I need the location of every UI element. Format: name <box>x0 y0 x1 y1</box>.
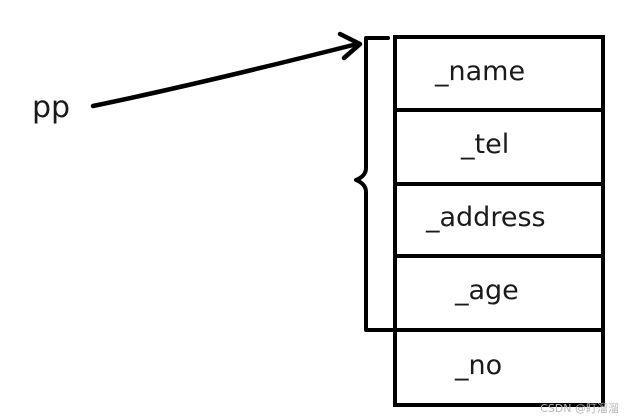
arrow-shaft <box>90 41 360 109</box>
pointer-label-pp: pp <box>32 90 71 125</box>
pointer-arrow <box>90 31 363 109</box>
field-label-age: _age <box>455 275 519 306</box>
field-label-address: _address <box>426 202 546 233</box>
field-label-tel: _tel <box>461 129 510 160</box>
struct-fields <box>393 35 605 407</box>
field-label-no: _no <box>455 349 503 381</box>
watermark: CSDN @盯溜溜 <box>540 402 619 415</box>
struct-outline <box>393 35 605 407</box>
left-brace <box>354 36 394 332</box>
field-label-name: _name <box>435 55 526 87</box>
arrow-head <box>337 31 363 61</box>
